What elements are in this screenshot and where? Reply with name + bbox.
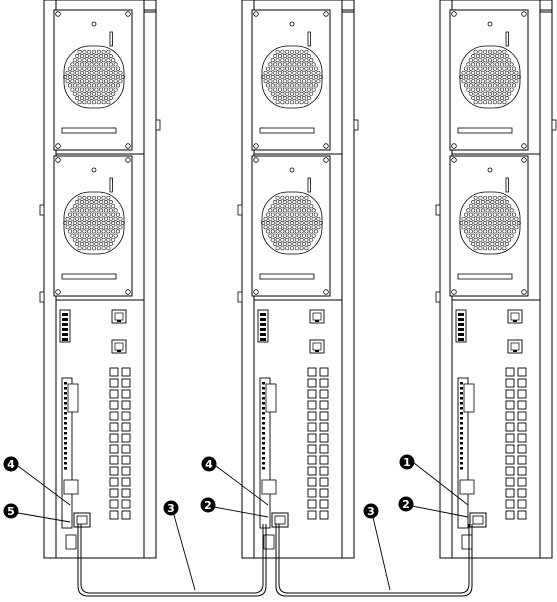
chassis-panel-3 bbox=[436, 0, 556, 558]
chassis-panel-1 bbox=[40, 0, 160, 558]
svg-text:3: 3 bbox=[367, 505, 375, 518]
svg-text:4: 4 bbox=[205, 458, 213, 471]
callout-badge-2-panel3: 2 bbox=[399, 497, 414, 512]
callout-badge-1: 1 bbox=[400, 455, 415, 470]
chassis-panel-2 bbox=[238, 0, 358, 558]
svg-text:2: 2 bbox=[204, 499, 212, 512]
svg-text:5: 5 bbox=[7, 505, 15, 518]
svg-text:4: 4 bbox=[7, 458, 15, 471]
callout-badge-3-first-cable: 3 bbox=[164, 501, 179, 516]
svg-text:1: 1 bbox=[403, 456, 411, 469]
callout-badge-3-second-cable: 3 bbox=[364, 504, 379, 519]
callout-badge-4-panel1: 4 bbox=[4, 457, 19, 472]
callout-badge-5: 5 bbox=[4, 504, 19, 519]
callout-badge-4-panel2: 4 bbox=[202, 457, 217, 472]
callout-badge-2-panel2: 2 bbox=[201, 498, 216, 513]
svg-text:3: 3 bbox=[167, 502, 175, 515]
svg-text:2: 2 bbox=[402, 498, 410, 511]
